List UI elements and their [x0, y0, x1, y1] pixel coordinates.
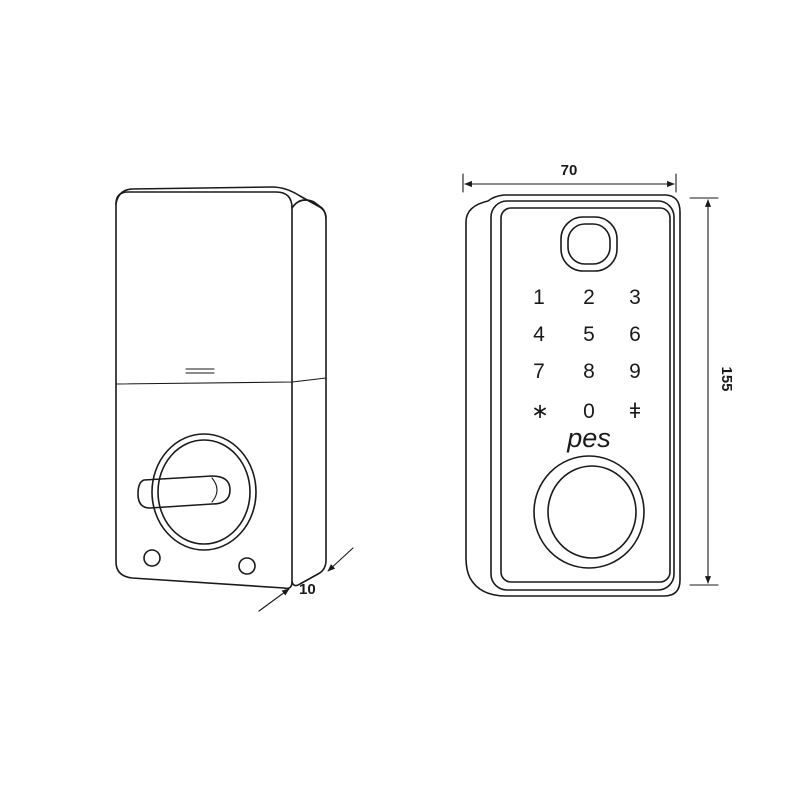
key-hash[interactable]: ǂ — [629, 400, 641, 423]
depth-label: 10 — [299, 581, 316, 598]
brand-logo: pes — [566, 423, 611, 453]
thumb-turn-icon — [137, 433, 257, 551]
interior-unit: 10 — [115, 186, 354, 612]
key-0[interactable]: 0 — [583, 400, 595, 423]
depth-arrow-upper — [327, 547, 354, 572]
depth-arrow-lower — [258, 588, 290, 612]
key-5[interactable]: 5 — [583, 323, 595, 346]
key-7[interactable]: 7 — [533, 360, 545, 383]
key-4[interactable]: 4 — [533, 323, 545, 346]
key-star[interactable]: ∗ — [531, 400, 549, 423]
screw-hole-icon — [143, 549, 256, 575]
key-6[interactable]: 6 — [629, 323, 641, 346]
key-3[interactable]: 3 — [629, 286, 641, 309]
height-label: 155 — [718, 366, 735, 391]
key-2[interactable]: 2 — [583, 286, 595, 309]
keypad: 1 2 3 4 5 6 7 8 9 ∗ 0 ǂ — [531, 286, 641, 423]
key-1[interactable]: 1 — [533, 286, 545, 309]
interior-side-face — [291, 199, 327, 587]
exterior-front-plate — [490, 200, 675, 591]
knob-icon[interactable] — [533, 455, 645, 569]
interior-front-face — [115, 191, 293, 590]
fingerprint-sensor-icon[interactable] — [560, 216, 618, 272]
exterior-outer-body — [465, 194, 681, 597]
interior-split-line — [115, 377, 327, 385]
key-9[interactable]: 9 — [629, 360, 641, 383]
exterior-unit: 1 2 3 4 5 6 7 8 9 ∗ 0 ǂ pes 70 155 — [462, 162, 735, 597]
key-8[interactable]: 8 — [583, 360, 595, 383]
width-label: 70 — [561, 162, 578, 179]
keypad-panel — [500, 207, 671, 583]
